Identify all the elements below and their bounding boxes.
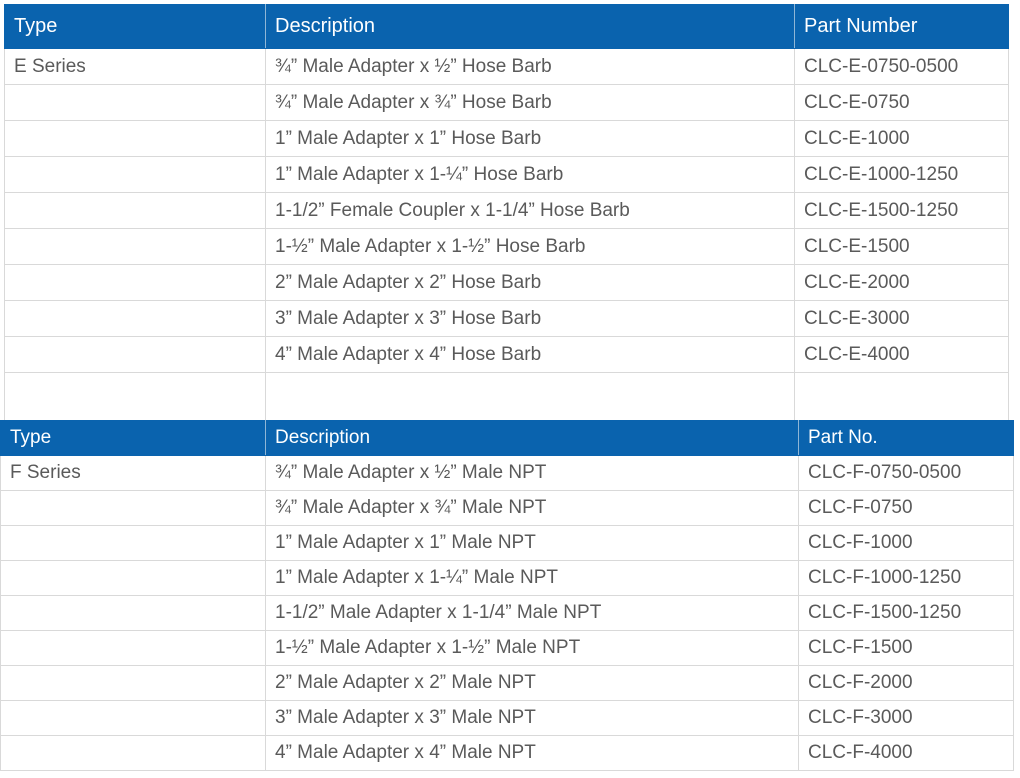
- cell-type: [0, 560, 266, 596]
- cell-type: [0, 525, 266, 561]
- cell-description: 1” Male Adapter x 1-¼” Male NPT: [265, 560, 799, 596]
- column-header-description[interactable]: Description: [265, 420, 799, 456]
- cell-type: F Series: [0, 455, 266, 491]
- cell-description: 1-1/2” Male Adapter x 1-1/4” Male NPT: [265, 595, 799, 631]
- cell-type: [0, 595, 266, 631]
- table-row: 1-½” Male Adapter x 1-½” Male NPT CLC-F-…: [0, 630, 1014, 666]
- cell-part-number: CLC-E-0750-0500: [794, 48, 1009, 85]
- table-row: 1-1/2” Female Coupler x 1-1/4” Hose Barb…: [4, 192, 1009, 229]
- cell-description: 1-1/2” Female Coupler x 1-1/4” Hose Barb: [265, 192, 795, 229]
- cell-description: [265, 372, 795, 424]
- cell-part-number: CLC-F-1000-1250: [798, 560, 1014, 596]
- cell-part-number: CLC-E-3000: [794, 300, 1009, 337]
- cell-type: [0, 735, 266, 771]
- table-row: 4” Male Adapter x 4” Male NPT CLC-F-4000: [0, 735, 1014, 771]
- column-header-type[interactable]: Type: [0, 420, 266, 456]
- cell-description: 1” Male Adapter x 1” Male NPT: [265, 525, 799, 561]
- f-series-table-body: F Series ¾” Male Adapter x ½” Male NPT C…: [0, 455, 1014, 771]
- cell-type: [4, 336, 266, 373]
- cell-description: ¾” Male Adapter x ½” Hose Barb: [265, 48, 795, 85]
- cell-type: [0, 490, 266, 526]
- table-spacer-row: [4, 372, 1009, 424]
- table-row: 2” Male Adapter x 2” Hose Barb CLC-E-200…: [4, 264, 1009, 301]
- cell-part-number: [794, 372, 1009, 424]
- cell-description: 4” Male Adapter x 4” Male NPT: [265, 735, 799, 771]
- f-series-table-head: Type Description Part No.: [0, 420, 1014, 456]
- table-row: F Series ¾” Male Adapter x ½” Male NPT C…: [0, 455, 1014, 491]
- cell-part-number: CLC-F-1500: [798, 630, 1014, 666]
- table-row: 1-½” Male Adapter x 1-½” Hose Barb CLC-E…: [4, 228, 1009, 265]
- cell-description: 3” Male Adapter x 3” Hose Barb: [265, 300, 795, 337]
- cell-description: 4” Male Adapter x 4” Hose Barb: [265, 336, 795, 373]
- cell-part-number: CLC-E-2000: [794, 264, 1009, 301]
- cell-type: [4, 156, 266, 193]
- cell-description: ¾” Male Adapter x ½” Male NPT: [265, 455, 799, 491]
- cell-part-number: CLC-E-4000: [794, 336, 1009, 373]
- cell-description: 3” Male Adapter x 3” Male NPT: [265, 700, 799, 736]
- cell-description: 1-½” Male Adapter x 1-½” Male NPT: [265, 630, 799, 666]
- cell-type: [0, 630, 266, 666]
- cell-description: 2” Male Adapter x 2” Hose Barb: [265, 264, 795, 301]
- e-series-table: Type Description Part Number E Series ¾”…: [4, 4, 1009, 424]
- column-header-type[interactable]: Type: [4, 4, 266, 49]
- table-row: 3” Male Adapter x 3” Male NPT CLC-F-3000: [0, 700, 1014, 736]
- cell-description: 1” Male Adapter x 1” Hose Barb: [265, 120, 795, 157]
- table-row: 4” Male Adapter x 4” Hose Barb CLC-E-400…: [4, 336, 1009, 373]
- cell-part-number: CLC-F-1000: [798, 525, 1014, 561]
- e-series-table-body: E Series ¾” Male Adapter x ½” Hose Barb …: [4, 48, 1009, 424]
- table-row: 1” Male Adapter x 1” Hose Barb CLC-E-100…: [4, 120, 1009, 157]
- cell-part-number: CLC-E-1500-1250: [794, 192, 1009, 229]
- e-series-table-head: Type Description Part Number: [4, 4, 1009, 49]
- cell-description: 1” Male Adapter x 1-¼” Hose Barb: [265, 156, 795, 193]
- table-row: E Series ¾” Male Adapter x ½” Hose Barb …: [4, 48, 1009, 85]
- cell-description: ¾” Male Adapter x ¾” Hose Barb: [265, 84, 795, 121]
- cell-description: 2” Male Adapter x 2” Male NPT: [265, 665, 799, 701]
- cell-type: [4, 264, 266, 301]
- cell-description: ¾” Male Adapter x ¾” Male NPT: [265, 490, 799, 526]
- cell-part-number: CLC-F-2000: [798, 665, 1014, 701]
- cell-type: [4, 192, 266, 229]
- column-header-part-number[interactable]: Part Number: [794, 4, 1009, 49]
- table-row: 2” Male Adapter x 2” Male NPT CLC-F-2000: [0, 665, 1014, 701]
- table-row: ¾” Male Adapter x ¾” Hose Barb CLC-E-075…: [4, 84, 1009, 121]
- cell-part-number: CLC-F-0750: [798, 490, 1014, 526]
- cell-part-number: CLC-F-0750-0500: [798, 455, 1014, 491]
- cell-part-number: CLC-F-1500-1250: [798, 595, 1014, 631]
- cell-type: [4, 84, 266, 121]
- cell-part-number: CLC-E-1000: [794, 120, 1009, 157]
- cell-type: [0, 665, 266, 701]
- column-header-part-number[interactable]: Part No.: [798, 420, 1014, 456]
- cell-part-number: CLC-F-4000: [798, 735, 1014, 771]
- cell-description: 1-½” Male Adapter x 1-½” Hose Barb: [265, 228, 795, 265]
- cell-type: [4, 228, 266, 265]
- cell-type: [0, 700, 266, 736]
- table-row: ¾” Male Adapter x ¾” Male NPT CLC-F-0750: [0, 490, 1014, 526]
- table-row: 3” Male Adapter x 3” Hose Barb CLC-E-300…: [4, 300, 1009, 337]
- cell-type: [4, 120, 266, 157]
- table-header-row: Type Description Part No.: [0, 420, 1014, 456]
- table-row: 1” Male Adapter x 1” Male NPT CLC-F-1000: [0, 525, 1014, 561]
- cell-part-number: CLC-E-1000-1250: [794, 156, 1009, 193]
- column-header-description[interactable]: Description: [265, 4, 795, 49]
- f-series-table: Type Description Part No. F Series ¾” Ma…: [0, 420, 1014, 771]
- cell-type: [4, 300, 266, 337]
- table-row: 1” Male Adapter x 1-¼” Male NPT CLC-F-10…: [0, 560, 1014, 596]
- cell-type: E Series: [4, 48, 266, 85]
- cell-part-number: CLC-F-3000: [798, 700, 1014, 736]
- cell-part-number: CLC-E-0750: [794, 84, 1009, 121]
- cell-type: [4, 372, 266, 424]
- table-header-row: Type Description Part Number: [4, 4, 1009, 49]
- cell-part-number: CLC-E-1500: [794, 228, 1009, 265]
- table-row: 1-1/2” Male Adapter x 1-1/4” Male NPT CL…: [0, 595, 1014, 631]
- table-row: 1” Male Adapter x 1-¼” Hose Barb CLC-E-1…: [4, 156, 1009, 193]
